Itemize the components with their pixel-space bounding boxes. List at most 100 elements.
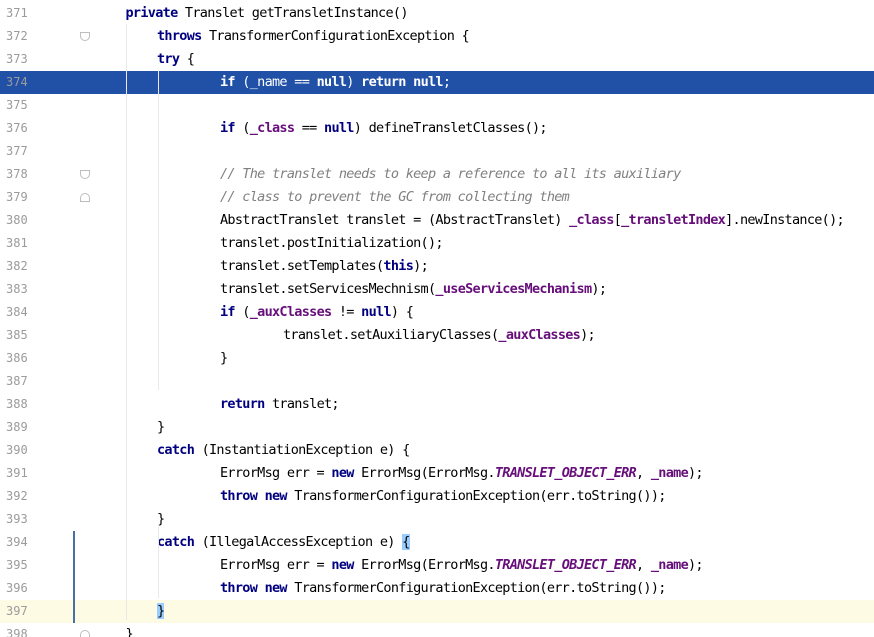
code-text: }	[220, 347, 228, 370]
line-number: 397	[6, 604, 28, 618]
code-text: if (_class == null) defineTransletClasse…	[220, 117, 548, 140]
field-token: _class	[569, 212, 614, 228]
code-text: }	[157, 600, 165, 623]
line-number: 394	[6, 535, 28, 549]
code-text: ErrorMsg err = new ErrorMsg(ErrorMsg.TRA…	[220, 462, 704, 485]
code-line[interactable]: 386}	[0, 347, 874, 370]
line-number: 376	[6, 121, 28, 135]
line-number: 385	[6, 328, 28, 342]
field-token: _useServicesMechanism	[435, 281, 592, 297]
code-token: )	[346, 74, 362, 90]
code-text: translet.setServicesMechnism(_useService…	[220, 278, 607, 301]
keyword-token: return	[220, 396, 265, 412]
code-token: ==	[294, 120, 325, 136]
change-marker	[73, 531, 75, 623]
line-number: 396	[6, 581, 28, 595]
keyword-token: throw new	[220, 580, 288, 596]
code-text: // class to prevent the GC from collecti…	[220, 186, 570, 209]
code-token: ) {	[390, 304, 414, 320]
code-token: );	[580, 327, 596, 343]
field-token: _auxClasses	[498, 327, 581, 343]
line-number: 371	[6, 6, 28, 20]
code-token: ErrorMsg(ErrorMsg.	[353, 465, 495, 481]
keyword-token: null	[324, 120, 354, 136]
code-token: ].newInstance();	[725, 212, 845, 228]
code-line[interactable]: 376 if (_class == null) defineTransletCla…	[0, 117, 874, 140]
code-text: ErrorMsg err = new ErrorMsg(ErrorMsg.TRA…	[220, 554, 704, 577]
code-token: ,	[636, 465, 651, 481]
field-token: _name	[650, 465, 689, 481]
code-text: try {	[157, 48, 195, 71]
code-token: TransformerConfigurationException(err.to…	[286, 488, 666, 504]
code-line[interactable]: 389}	[0, 416, 874, 439]
fold-marker-icon[interactable]	[80, 193, 90, 202]
fold-marker-icon[interactable]	[80, 32, 90, 41]
code-token: ,	[636, 557, 651, 573]
field-token: _name	[650, 557, 689, 573]
code-text: return translet;	[220, 393, 340, 416]
keyword-token: throw new	[220, 488, 288, 504]
code-line[interactable]: 387	[0, 370, 874, 393]
code-line[interactable]: 385 translet.setAuxiliaryClasses(_auxClas…	[0, 324, 874, 347]
line-number: 384	[6, 305, 28, 319]
code-token: }	[220, 350, 228, 366]
line-number: 386	[6, 351, 28, 365]
keyword-token: try	[157, 51, 180, 67]
code-token: (_name ==	[234, 74, 317, 90]
code-token: }	[157, 419, 165, 435]
code-token: );	[591, 281, 607, 297]
code-token: TransformerConfigurationException {	[201, 28, 470, 44]
code-token: translet.setTemplates(	[220, 258, 384, 274]
keyword-token: throws	[157, 28, 202, 44]
code-line[interactable]: 375	[0, 94, 874, 117]
current-code-line[interactable]: 397}	[0, 600, 874, 623]
keyword-token: new	[331, 557, 354, 573]
field-token: _transletIndex	[621, 212, 726, 228]
code-line[interactable]: 379// class to prevent the GC from colle…	[0, 186, 874, 209]
code-line[interactable]: 393}	[0, 508, 874, 531]
line-number: 373	[6, 52, 28, 66]
code-token: ) defineTransletClasses();	[353, 120, 548, 136]
code-token: (	[234, 120, 250, 136]
code-token: {	[179, 51, 195, 67]
code-line[interactable]: 373 try {	[0, 48, 874, 71]
code-line[interactable]: 384 if (_auxClasses != null) {	[0, 301, 874, 324]
matched-brace: }	[157, 603, 165, 619]
code-token: }	[157, 511, 165, 527]
code-token: [	[613, 212, 622, 228]
fold-marker-icon[interactable]	[80, 630, 90, 637]
line-number: 393	[6, 512, 28, 526]
code-text: translet.setTemplates(this);	[220, 255, 429, 278]
fold-marker-icon[interactable]	[80, 170, 90, 179]
code-token: translet.setAuxiliaryClasses(	[283, 327, 499, 343]
code-line[interactable]: 398}	[0, 623, 874, 637]
code-text: }	[126, 623, 134, 637]
indent-guide	[126, 24, 127, 620]
code-token: (	[234, 304, 250, 320]
comment-token: // The translet needs to keep a referenc…	[220, 166, 681, 182]
code-token: !=	[331, 304, 362, 320]
code-text: }	[157, 508, 165, 531]
keyword-token: private	[125, 5, 179, 21]
line-number: 381	[6, 236, 28, 250]
line-number: 387	[6, 374, 28, 388]
code-line[interactable]: 378// The translet needs to keep a refer…	[0, 163, 874, 186]
code-line[interactable]: 377	[0, 140, 874, 163]
code-text: if (_auxClasses != null) {	[220, 301, 414, 324]
indent-guide	[158, 70, 159, 390]
